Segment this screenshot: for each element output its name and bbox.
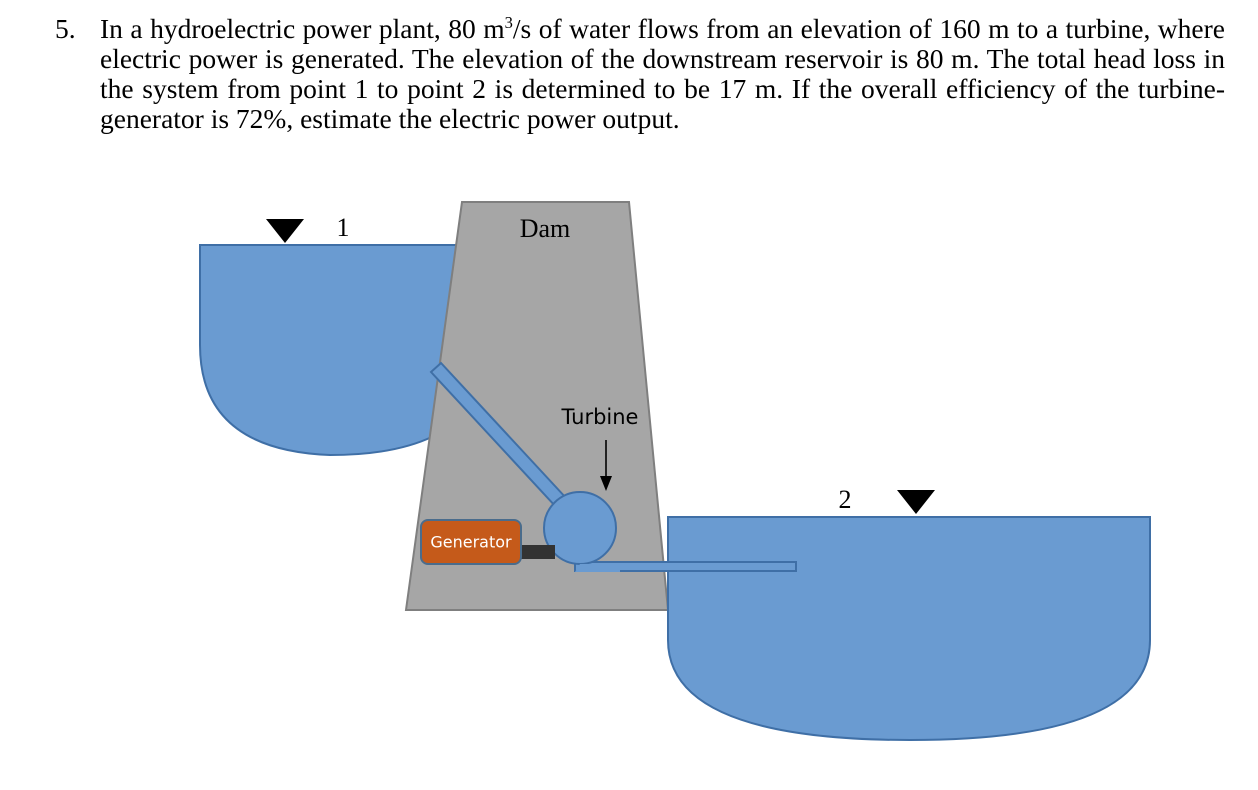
upper-reservoir — [199, 244, 469, 457]
turbine-arrow-head — [600, 476, 612, 491]
generator — [420, 519, 522, 565]
generator-shaft — [517, 545, 555, 559]
point2-label: 2 — [839, 485, 852, 514]
dam-label: Dam — [520, 214, 571, 243]
outlet-pipe — [574, 561, 797, 572]
problem-text-part2: /s of water flows from an elevation of 1… — [100, 13, 1225, 134]
point1-water-marker — [266, 219, 304, 243]
problem-statement: 5. In a hydroelectric power plant, 80 m3… — [55, 14, 1225, 134]
lower-reservoir — [667, 516, 1151, 742]
cubic-superscript: 3 — [504, 12, 513, 32]
problem-text: In a hydroelectric power plant, 80 m3/s … — [100, 14, 1225, 134]
point2-water-marker — [897, 490, 935, 514]
problem-number: 5. — [55, 13, 76, 44]
problem-text-part1: In a hydroelectric power plant, 80 m — [100, 13, 505, 44]
turbine-outlet — [575, 564, 620, 572]
point1-label: 1 — [337, 213, 350, 242]
turbine-label: Turbine — [561, 405, 639, 429]
generator-label: Generator — [430, 533, 512, 552]
